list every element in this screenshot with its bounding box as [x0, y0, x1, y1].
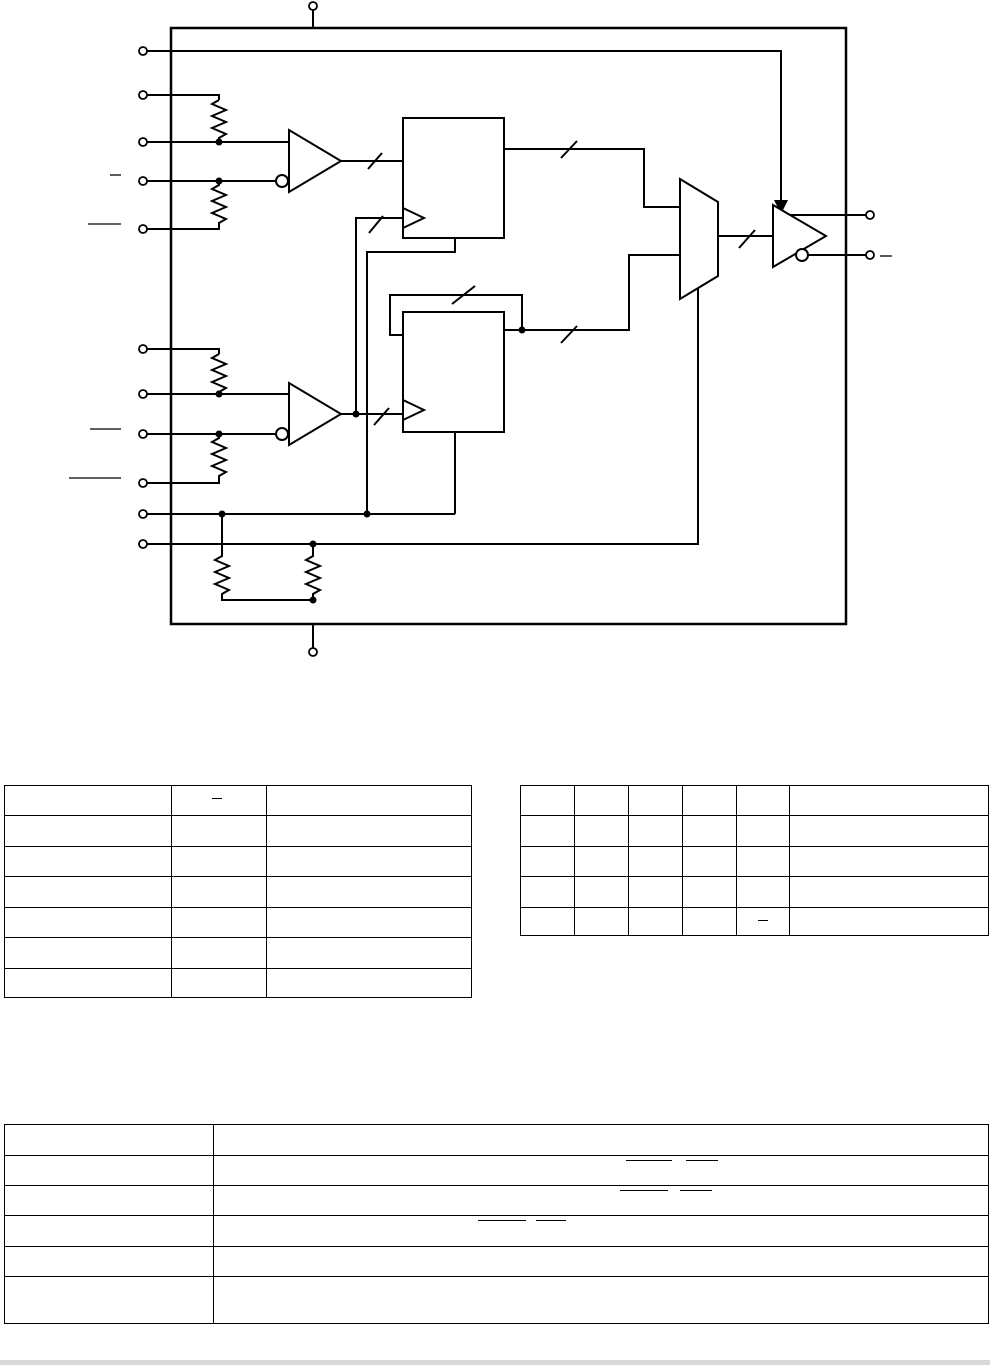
left-pin-circles	[138, 46, 148, 549]
overbar	[535, 1220, 566, 1222]
functional-block-diagram	[69, 1, 892, 657]
table-row	[520, 785, 989, 816]
overbar	[685, 1160, 718, 1162]
table-row	[4, 1276, 990, 1324]
table-row	[4, 1155, 990, 1186]
pin-overbars	[69, 174, 892, 479]
truth-table-left	[4, 785, 472, 998]
output-enable-wire	[147, 50, 788, 214]
overbar	[757, 920, 768, 921]
table-row	[4, 907, 472, 938]
reset-net	[147, 238, 456, 518]
table-row	[4, 846, 472, 877]
chip-outline	[169, 26, 848, 626]
input-a-receiver	[275, 128, 403, 194]
bottom-ground-pin	[308, 624, 318, 657]
register-upper	[402, 117, 680, 239]
pull-down-resistors	[212, 514, 323, 604]
output-driver	[772, 203, 875, 269]
table-row	[4, 937, 472, 969]
table-row	[4, 968, 472, 998]
table-row	[520, 846, 989, 877]
table-row	[520, 876, 989, 908]
table-row	[520, 907, 989, 936]
overbar	[211, 798, 222, 799]
multiplexer	[679, 177, 773, 301]
pin-description-table	[4, 1124, 990, 1324]
overbar	[679, 1190, 712, 1192]
table-row	[4, 1185, 990, 1216]
table-row	[4, 1124, 990, 1156]
table-row	[520, 815, 989, 847]
input-b-receiver	[275, 215, 403, 447]
table-row	[4, 1246, 990, 1277]
table-row	[4, 785, 472, 816]
overbar	[477, 1220, 526, 1222]
upper-input-network	[147, 94, 289, 230]
table-row	[4, 1215, 990, 1247]
truth-table-right	[520, 785, 989, 936]
overbar	[625, 1160, 672, 1162]
table-row	[4, 876, 472, 908]
table-row	[4, 815, 472, 847]
footer-bar	[0, 1360, 990, 1365]
lower-input-network	[147, 348, 289, 484]
top-supply-pin	[308, 1, 318, 28]
overbar	[619, 1190, 668, 1192]
register-lower	[389, 254, 680, 433]
